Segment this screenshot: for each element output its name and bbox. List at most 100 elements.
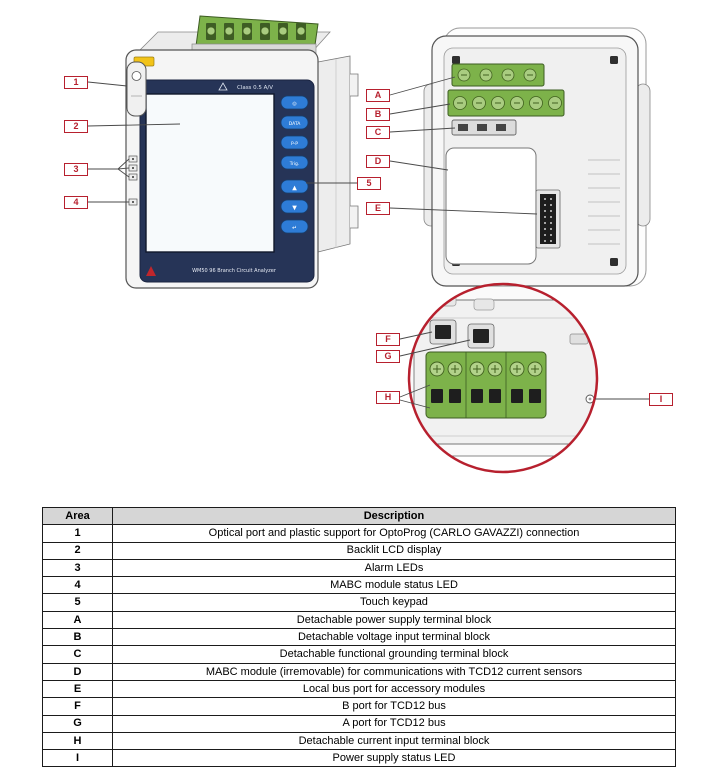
- warning-icon: [218, 82, 228, 91]
- keypad-button: [280, 155, 309, 170]
- mounting-hole: [610, 56, 618, 64]
- callout-I: I: [649, 393, 673, 406]
- mabc-status-led: [128, 198, 138, 206]
- table-header-row: Area Description: [42, 506, 676, 526]
- description-cell: A port for TCD12 bus: [112, 714, 676, 733]
- mounting-hole: [610, 258, 618, 266]
- lcd-display: [145, 93, 275, 253]
- optical-port-support: [126, 61, 147, 117]
- keypad-button: [280, 219, 309, 234]
- optical-port: [131, 71, 142, 81]
- mounting-hole: [452, 56, 460, 64]
- callout-3: 3: [64, 163, 88, 176]
- description-cell: Power supply status LED: [112, 749, 676, 768]
- table-header-area: Area: [42, 506, 113, 526]
- power-supply-terminal-block: [451, 63, 545, 87]
- callout-G: G: [376, 350, 400, 363]
- callout-F: F: [376, 333, 400, 346]
- description-cell: Optical port and plastic support for Opt…: [112, 524, 676, 543]
- rear-device: [423, 27, 651, 287]
- description-cell: MABC module (irremovable) for communicat…: [112, 662, 676, 681]
- front-device: Class 0.5 A/V ◎ DATA P-P Trig. ▲ ▼ ↵: [125, 15, 359, 289]
- tcd12-a-port: [467, 323, 495, 349]
- description-cell: Local bus port for accessory modules: [112, 679, 676, 699]
- area-cell: E: [42, 679, 113, 699]
- vent-lines: [588, 159, 620, 245]
- current-input-terminal-block: [425, 351, 547, 419]
- leader-lines: [87, 76, 649, 409]
- callout-2: 2: [64, 120, 88, 133]
- description-cell: Touch keypad: [112, 593, 676, 612]
- keypad-button: [280, 135, 309, 150]
- bottom-detail-view: [409, 284, 597, 472]
- table-header-description: Description: [112, 506, 676, 526]
- keypad-button: [280, 115, 309, 130]
- detail-circle: [407, 282, 599, 474]
- keypad-button: [280, 95, 309, 110]
- callout-B: B: [366, 108, 390, 121]
- description-cell: Detachable power supply terminal block: [112, 610, 676, 630]
- alarm-leds: [128, 155, 138, 181]
- grounding-terminal-block: [451, 119, 517, 136]
- area-cell: H: [42, 731, 113, 751]
- callout-4: 4: [64, 196, 88, 209]
- callout-C: C: [366, 126, 390, 139]
- tcd12-b-port: [429, 319, 457, 345]
- area-cell: D: [42, 662, 113, 681]
- callout-D: D: [366, 155, 390, 168]
- description-cell: B port for TCD12 bus: [112, 697, 676, 716]
- keypad-glyph: P-P: [291, 141, 298, 147]
- description-cell: MABC module status LED: [112, 576, 676, 595]
- description-cell: Alarm LEDs: [112, 558, 676, 578]
- area-cell: 4: [42, 576, 113, 595]
- area-cell: F: [42, 697, 113, 716]
- front-top-terminal-block: [191, 15, 319, 55]
- area-cell: C: [42, 645, 113, 664]
- local-bus-port: [535, 189, 561, 249]
- cg-logo-triangle: [146, 266, 156, 276]
- keypad-glyph: ▲: [292, 185, 297, 192]
- mabc-module-label: [445, 147, 537, 265]
- area-cell: 3: [42, 558, 113, 578]
- voltage-input-terminal-block: [447, 89, 565, 117]
- keypad-glyph: ◎: [292, 101, 297, 107]
- class-rating-text: Class 0.5 A/V: [237, 85, 273, 91]
- keypad-glyph: DATA: [289, 121, 302, 127]
- area-cell: G: [42, 714, 113, 733]
- model-text: WM50 96 Branch Circuit Analyzer: [192, 268, 277, 274]
- callout-5: 5: [357, 177, 381, 190]
- area-cell: 5: [42, 593, 113, 612]
- touch-keypad: ◎ DATA P-P Trig. ▲ ▼ ↵: [280, 95, 309, 234]
- area-cell: I: [42, 749, 113, 768]
- din-clip: [350, 73, 359, 97]
- area-cell: 1: [42, 524, 113, 543]
- keypad-glyph: Trig.: [289, 161, 299, 167]
- area-cell: 2: [42, 541, 113, 560]
- callout-1: 1: [64, 76, 88, 89]
- callout-A: A: [366, 89, 390, 102]
- din-clip: [350, 205, 359, 229]
- description-cell: Backlit LCD display: [112, 541, 676, 560]
- description-cell: Detachable functional grounding terminal…: [112, 645, 676, 664]
- area-cell: A: [42, 610, 113, 630]
- description-cell: Detachable voltage input terminal block: [112, 628, 676, 647]
- description-cell: Detachable current input terminal block: [112, 731, 676, 751]
- area-cell: B: [42, 628, 113, 647]
